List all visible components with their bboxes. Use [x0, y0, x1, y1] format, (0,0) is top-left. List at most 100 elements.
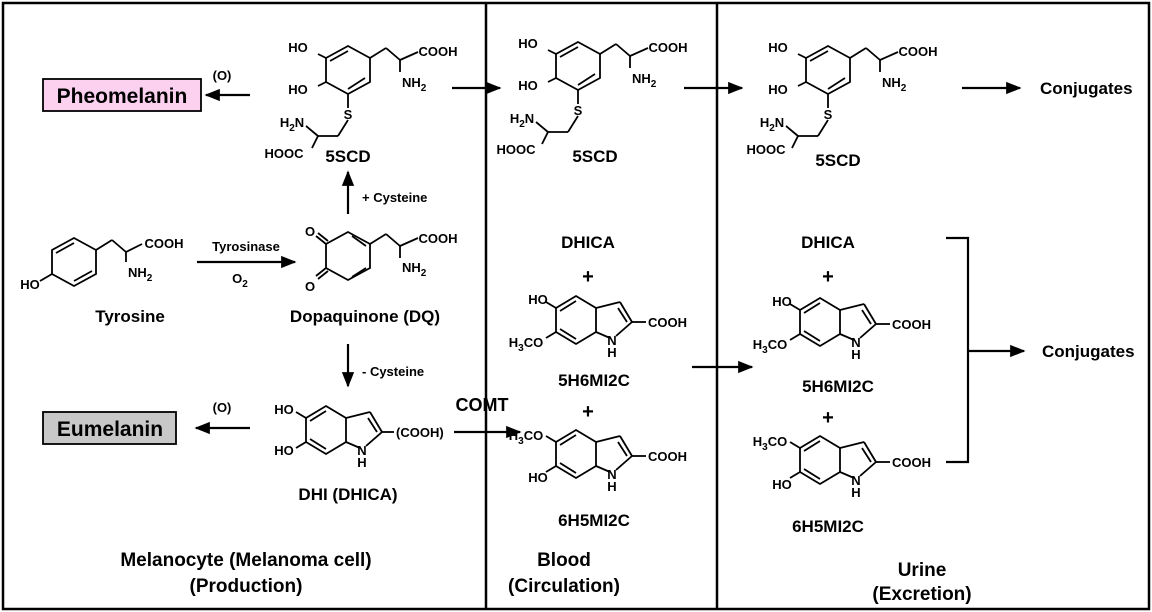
pheomelanin-oxidation-label: (O) — [213, 68, 232, 83]
5scd-hooc: HOOC — [265, 146, 305, 161]
urine-5scd-ho-bottom: HO — [768, 82, 788, 97]
blood-6h5-ho: HO — [528, 470, 548, 485]
5h6mi2c-label-urine: 5H6MI2C — [802, 377, 874, 396]
blood-5scd-nh2: NH2 — [632, 71, 657, 90]
tyrosine-structure — [39, 236, 143, 288]
6h5mi2c-label-urine: 6H5MI2C — [792, 517, 864, 536]
eumelanin-oxidation-label: (O) — [213, 400, 232, 415]
dq-o-top: O — [305, 224, 315, 239]
urine-caption-line1: Urine — [898, 560, 947, 581]
pheomelanin-output: Pheomelanin (O) — [42, 68, 250, 112]
5h6mi2c-structure-urine — [789, 296, 890, 348]
melanocyte-caption-line1: Melanocyte (Melanoma cell) — [120, 550, 371, 571]
urine-5scd-h2n: H2N — [760, 115, 784, 134]
5scd-s: S — [344, 107, 353, 122]
dhica-label-urine: DHICA — [801, 233, 855, 252]
plus-blood-1: + — [582, 266, 594, 288]
tyrosine-ho: HO — [20, 277, 40, 292]
5scd-label-blood: 5SCD — [572, 147, 617, 166]
urine-6h5-h3co: H3CO — [753, 434, 787, 453]
urine-5h6-ho: HO — [772, 294, 792, 309]
dopaquinone-label: Dopaquinone (DQ) — [290, 307, 440, 326]
tyrosine-cooh: COOH — [145, 236, 184, 251]
6h5mi2c-label-blood: 6H5MI2C — [558, 511, 630, 530]
urine-5h6-cooh: COOH — [892, 317, 931, 332]
5scd-structure-melanocyte — [305, 44, 419, 149]
dhi-structure — [295, 404, 394, 456]
blood-5h6-ho: HO — [528, 292, 548, 307]
tyrosine-nh2: NH2 — [128, 265, 153, 284]
dhi-cooh-paren: (COOH) — [396, 425, 444, 440]
5scd-label-melanocyte: 5SCD — [325, 147, 370, 166]
blood-6h5-h3co: H3CO — [509, 428, 543, 447]
blood-caption-line2: (Circulation) — [508, 576, 620, 597]
o2-label: O2 — [232, 271, 248, 290]
plus-blood-2: + — [582, 401, 594, 423]
tyrosine-label: Tyrosine — [95, 307, 165, 326]
pheomelanin-label: Pheomelanin — [57, 85, 188, 108]
urine-5h6-n: N — [851, 335, 860, 350]
blood-5scd-hooc: HOOC — [497, 142, 537, 157]
conjugates-label-2: Conjugates — [1042, 342, 1135, 361]
blood-6h5-n: N — [607, 467, 616, 482]
melanocyte-caption-line2: (Production) — [190, 576, 303, 597]
blood-5scd-ho-bottom: HO — [518, 78, 538, 93]
5scd-cooh: COOH — [419, 44, 458, 59]
urine-5scd-s: S — [824, 107, 833, 122]
blood-6h5-h: H — [607, 479, 616, 494]
urine-6h5-ho: HO — [772, 477, 792, 492]
5scd-ho-bottom: HO — [288, 82, 308, 97]
urine-5h6-h3co: H3CO — [753, 337, 787, 356]
blood-5scd-ho-top: HO — [518, 36, 538, 51]
blood-5scd-s: S — [574, 103, 583, 118]
blood-5h6-cooh: COOH — [648, 315, 687, 330]
blood-5h6-h: H — [607, 345, 616, 360]
5scd-ho-top: HO — [288, 40, 308, 55]
pheomelanin-box — [42, 78, 202, 112]
dhi-ho-top: HO — [274, 402, 294, 417]
blood-caption-line1: Blood — [537, 550, 591, 571]
blood-5h6-n: N — [607, 333, 616, 348]
dq-cooh: COOH — [419, 231, 458, 246]
urine-5scd-cooh: COOH — [899, 44, 938, 59]
blood-6h5-cooh: COOH — [648, 449, 687, 464]
comt-label: COMT — [456, 395, 509, 415]
urine-5h6-h: H — [851, 347, 860, 362]
blood-5scd-h2n: H2N — [510, 111, 534, 130]
6h5mi2c-structure-blood — [545, 428, 646, 480]
minus-cysteine-label: - Cysteine — [362, 364, 424, 379]
5h6mi2c-label-blood: 5H6MI2C — [558, 371, 630, 390]
urine-6h5-h: H — [851, 485, 860, 500]
tyrosinase-label: Tyrosinase — [212, 239, 280, 254]
urine-6h5-n: N — [851, 473, 860, 488]
conjugates-label-1: Conjugates — [1040, 79, 1133, 98]
5scd-structure-blood — [535, 40, 649, 145]
blood-5h6-h3co: H3CO — [509, 335, 543, 354]
eumelanin-box — [42, 411, 177, 445]
indoles-bracket — [946, 236, 1026, 464]
dhica-label-blood: DHICA — [561, 233, 615, 252]
dhi-label: DHI (DHICA) — [298, 485, 397, 504]
5scd-label-urine: 5SCD — [815, 151, 860, 170]
6h5mi2c-structure-urine — [789, 434, 890, 486]
dq-o-bottom: O — [305, 279, 315, 294]
5scd-nh2: NH2 — [402, 75, 427, 94]
5scd-h2n: H2N — [280, 115, 304, 134]
dhi-ho-bottom: HO — [274, 443, 294, 458]
blood-5scd-cooh: COOH — [649, 40, 688, 55]
5h6mi2c-structure-blood — [545, 294, 646, 346]
dopaquinone-structure — [315, 230, 419, 282]
urine-5scd-ho-top: HO — [768, 40, 788, 55]
plus-urine-1: + — [822, 266, 834, 288]
plus-cysteine-label: + Cysteine — [362, 190, 427, 205]
dhi-h: H — [357, 455, 366, 470]
5scd-structure-urine — [785, 44, 899, 149]
urine-caption-line2: (Excretion) — [872, 584, 971, 605]
eumelanin-label: Eumelanin — [57, 418, 163, 441]
dhi-n: N — [357, 443, 366, 458]
urine-5scd-nh2: NH2 — [882, 75, 907, 94]
urine-6h5-cooh: COOH — [892, 455, 931, 470]
dq-nh2: NH2 — [402, 260, 427, 279]
